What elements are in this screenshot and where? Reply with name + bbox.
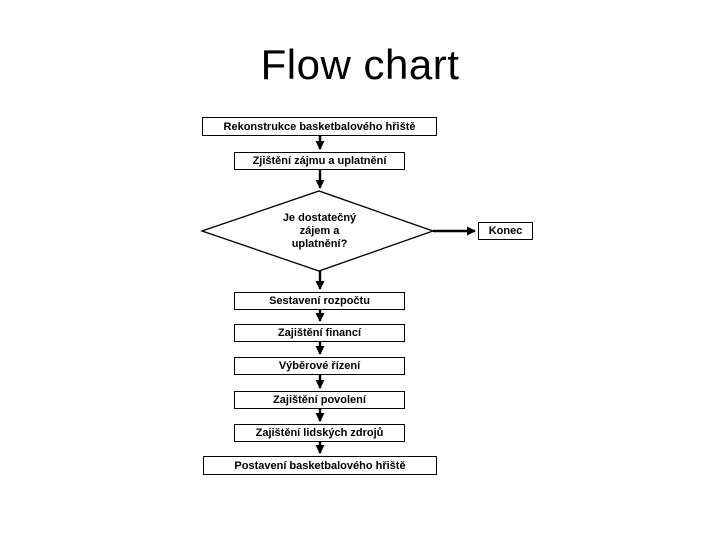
node-step3: Zajištění financí xyxy=(234,324,405,342)
node-start: Rekonstrukce basketbalového hřiště xyxy=(202,117,437,136)
decision-line-2: zájem a xyxy=(299,225,340,237)
node-end: Postavení basketbalového hřiště xyxy=(203,456,437,475)
page-title: Flow chart xyxy=(260,41,460,88)
node-konec: Konec xyxy=(478,222,533,240)
node-step5-label: Zajištění povolení xyxy=(273,394,366,406)
decision-line-3: uplatnění? xyxy=(291,238,348,250)
node-step3-label: Zajištění financí xyxy=(277,327,362,339)
decision-line-1: Je dostatečný xyxy=(282,212,357,224)
node-konec-label: Konec xyxy=(488,225,523,237)
node-step2-label: Sestavení rozpočtu xyxy=(269,295,370,307)
node-step4-label: Výběrové řízení xyxy=(278,360,361,372)
node-step1-label: Zjištění zájmu a uplatnění xyxy=(252,155,387,167)
node-step2: Sestavení rozpočtu xyxy=(234,292,405,310)
node-start-label: Rekonstrukce basketbalového hřiště xyxy=(223,120,416,133)
node-decision-label: Je dostatečný zájem a uplatnění? xyxy=(269,212,370,251)
node-step5: Zajištění povolení xyxy=(234,391,405,409)
node-end-label: Postavení basketbalového hřiště xyxy=(234,459,406,472)
node-step6: Zajištění lidských zdrojů xyxy=(234,424,405,442)
node-step6-label: Zajištění lidských zdrojů xyxy=(255,427,384,439)
node-step4: Výběrové řízení xyxy=(234,357,405,375)
node-step1: Zjištění zájmu a uplatnění xyxy=(234,152,405,170)
